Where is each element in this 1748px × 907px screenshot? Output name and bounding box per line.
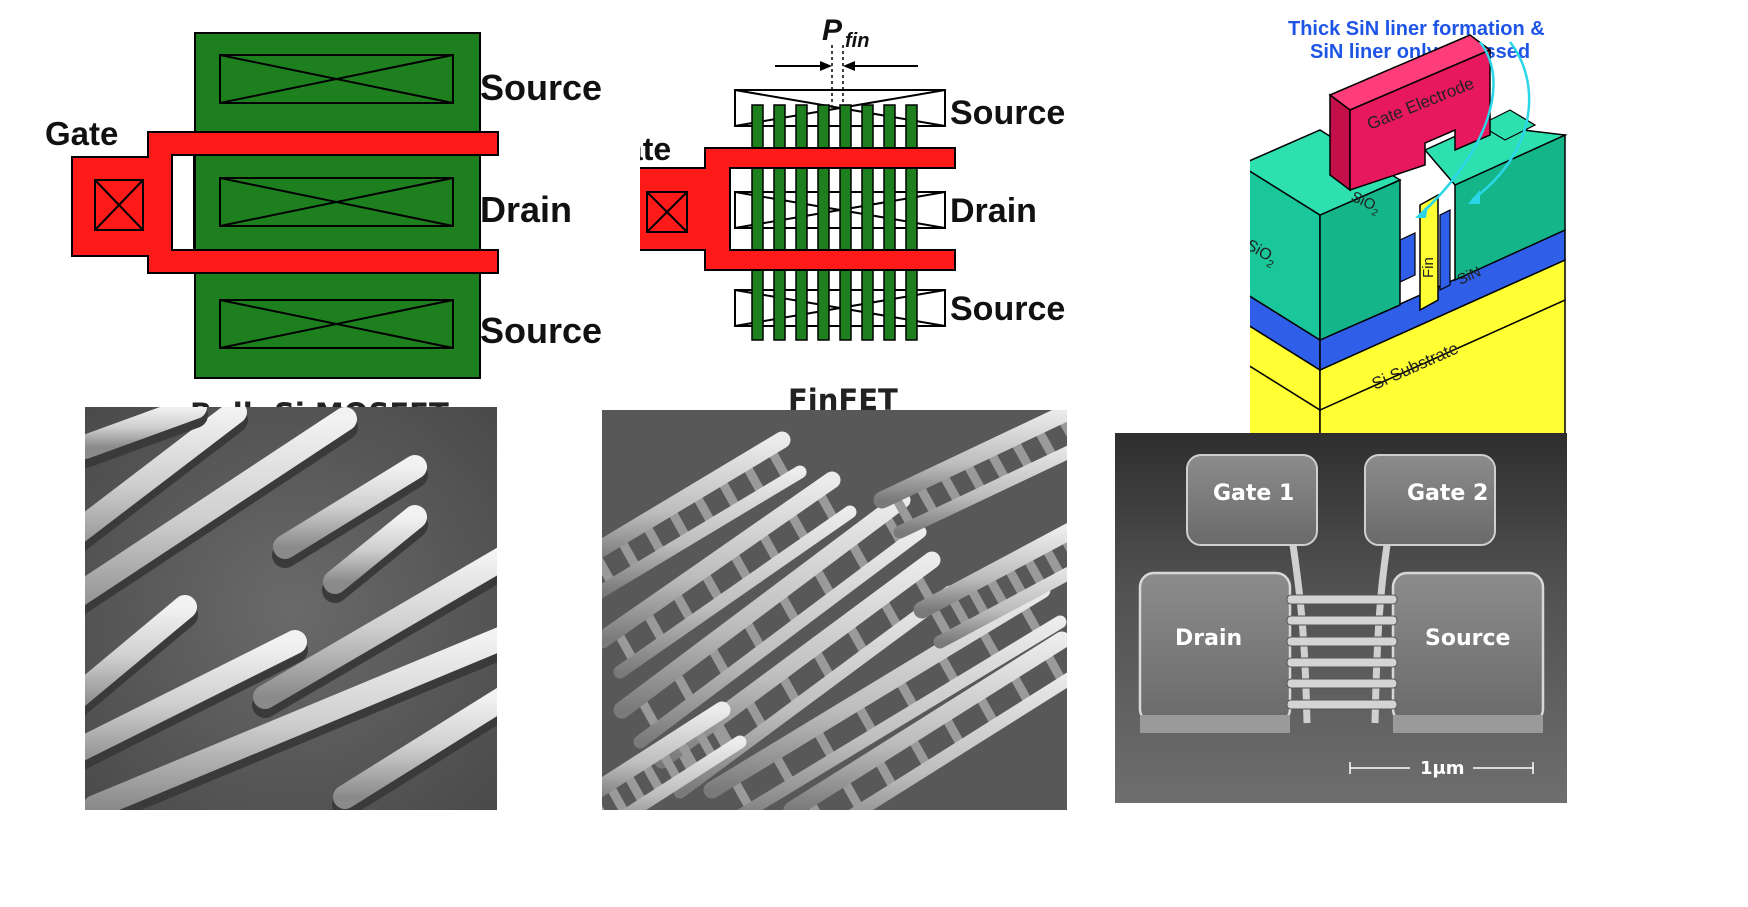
- gate-line: [602, 471, 841, 649]
- pitch-symbol: P: [822, 14, 843, 47]
- fin-pitch-annotation: P fin: [775, 14, 918, 110]
- mosfet-gate-electrode: [71, 131, 499, 274]
- si-fin: [1419, 193, 1439, 312]
- finfet-gate-electrode: [640, 147, 956, 271]
- mosfet-active-area: [194, 32, 481, 379]
- finfet-gate-contact: [646, 191, 688, 233]
- finfet-source-bottom-label: Source: [950, 290, 1065, 328]
- sio2-inner-sub: 2: [1370, 207, 1380, 220]
- mosfet-gate-label: Gate: [45, 115, 118, 152]
- nanowire-channels: [1286, 594, 1398, 710]
- fin: [883, 104, 896, 341]
- gate-line: [933, 566, 1067, 649]
- svg-text:P: P: [822, 14, 843, 47]
- sin-liner: [1250, 209, 1566, 372]
- mosfet-gate-contact: [94, 179, 144, 231]
- sio2-main-sub: 2: [1264, 258, 1275, 271]
- finfet-cross-section-panel: Thick SiN liner formation & SiN liner on…: [1250, 0, 1748, 440]
- mosfet-source-top-label: Source: [480, 67, 602, 108]
- source-pad: [1391, 571, 1545, 733]
- nanowire: [1286, 594, 1398, 605]
- si-substrate: [1250, 258, 1566, 440]
- gate-line: [85, 407, 357, 605]
- finfet-drain-label: Drain: [950, 192, 1037, 230]
- finfet-sem-image: [602, 410, 1067, 810]
- nanowire: [1286, 678, 1398, 689]
- gate-line: [85, 407, 207, 459]
- gate-line: [893, 445, 1067, 539]
- fin: [773, 104, 786, 341]
- source-label: Source: [1425, 626, 1510, 651]
- gate1-label: Gate 1: [1213, 481, 1294, 506]
- finfet-source-top-label: Source: [950, 94, 1065, 132]
- fin-label: Fin: [1420, 257, 1437, 278]
- planar-sem-image: [85, 407, 497, 810]
- fin: [839, 104, 852, 341]
- gate-line: [783, 631, 1067, 810]
- nanowire: [1286, 615, 1398, 626]
- mosfet-drain-contact: [219, 177, 454, 227]
- mosfet-source-contact-top: [219, 54, 454, 104]
- svg-text:fin: fin: [845, 30, 869, 52]
- gate-line: [253, 547, 497, 709]
- gate-line: [622, 735, 747, 810]
- gate-line: [633, 525, 927, 749]
- scale-bar-label: 1μm: [1420, 758, 1465, 779]
- gate-line: [323, 505, 427, 594]
- gate-line: [333, 687, 497, 809]
- fin: [817, 104, 830, 341]
- gate-line: [602, 465, 807, 599]
- drain-pad: [1138, 571, 1292, 733]
- mosfet-source-contact-bottom: [219, 299, 454, 349]
- gate-line: [613, 491, 911, 719]
- liner-note-line1: Thick SiN liner formation &: [1288, 18, 1545, 40]
- gate-line: [737, 615, 1067, 810]
- planar-gate-lines: [85, 407, 497, 810]
- gate-line: [602, 701, 731, 798]
- mosfet-drain-label: Drain: [480, 189, 572, 230]
- mosfet-layout-panel: Source Gate Drain Source Bulk-Si MOSFET: [0, 0, 640, 440]
- nanowire: [1286, 657, 1398, 668]
- scale-bar: [1349, 762, 1534, 774]
- nanowire-sem-image: Gate 1 Gate 2 Drain Source 1μm: [1115, 433, 1567, 803]
- gate-line: [85, 407, 247, 542]
- gate-line: [85, 627, 497, 810]
- nanowire: [1286, 636, 1398, 647]
- gate-line: [85, 630, 307, 761]
- drain-label: Drain: [1175, 626, 1242, 651]
- finfet-sem-structures: [602, 410, 1067, 810]
- fin-array: [751, 104, 918, 341]
- gate-line: [273, 455, 427, 559]
- gate-line: [913, 523, 1067, 619]
- gate2-label: Gate 2: [1407, 481, 1488, 506]
- fin: [861, 104, 874, 341]
- gate-line: [873, 410, 1067, 509]
- gate-line: [602, 431, 791, 558]
- gate-electrode-3d: [1328, 34, 1492, 192]
- mosfet-source-bottom-label: Source: [480, 310, 602, 351]
- pitch-subscript: fin: [845, 30, 869, 52]
- liner-callout-arrows: [1419, 41, 1531, 216]
- finfet-layout-panel: P fin Sour: [640, 0, 1220, 440]
- gate-line: [848, 672, 1067, 810]
- nanowire: [1286, 699, 1398, 710]
- gate-line: [85, 595, 197, 706]
- fin: [795, 104, 808, 341]
- fin: [905, 104, 918, 341]
- fin: [751, 104, 764, 341]
- gate-line: [613, 505, 857, 679]
- finfet-gate-label: Gate: [640, 131, 671, 167]
